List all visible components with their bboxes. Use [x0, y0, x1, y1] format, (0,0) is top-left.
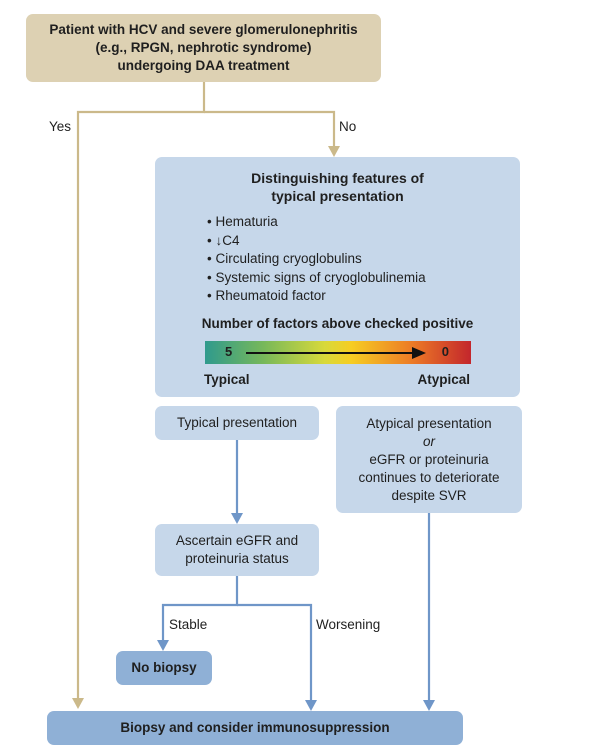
features-list: Hematuria ↓C4 Circulating cryoglobulins …: [207, 213, 426, 306]
factors-heading: Number of factors above checked positive: [201, 316, 474, 331]
worsening-line: [237, 603, 313, 702]
scale-start-value: 5: [225, 344, 233, 359]
no-connector: [204, 110, 336, 148]
ascertain-line-2: proteinuria status: [185, 551, 289, 566]
atypical-line-2: eGFR or proteinuria: [369, 452, 489, 467]
stable-arrowhead: [157, 640, 169, 651]
feature-item-rheumatoid-factor: Rheumatoid factor: [207, 287, 426, 306]
atypical-line-3: continues to deteriorate: [358, 470, 500, 485]
worsening-label: Worsening: [316, 617, 381, 632]
yes-arrowhead: [72, 698, 84, 709]
start-line-1: Patient with HCV and severe glomerulonep…: [49, 22, 358, 37]
atypical-scale-label: Atypical: [417, 372, 470, 387]
worsening-arrowhead: [305, 700, 317, 711]
typical-presentation-box: Typical presentation: [155, 406, 319, 440]
yes-label: Yes: [49, 119, 72, 134]
typical-scale-label: Typical: [204, 372, 250, 387]
stable-label: Stable: [169, 617, 208, 632]
features-title: Distinguishing features of typical prese…: [155, 169, 520, 205]
feature-item-cryoglobulins: Circulating cryoglobulins: [207, 250, 426, 269]
start-line-2: (e.g., RPGN, nephrotic syndrome): [95, 40, 312, 55]
biopsy-box: Biopsy and consider immunosuppression: [47, 711, 463, 745]
atypical-or: or: [422, 434, 435, 449]
start-connector: [76, 82, 206, 700]
feature-item-c4: ↓C4: [207, 232, 426, 251]
atypical-line-4: despite SVR: [391, 488, 467, 503]
no-biopsy-box: No biopsy: [116, 651, 212, 685]
atypical-arrowhead: [423, 700, 435, 711]
atypical-line-1: Atypical presentation: [366, 416, 492, 431]
no-label: No: [339, 119, 357, 134]
typical-to-ascertain-arrowhead: [231, 513, 243, 524]
ascertain-line-1: Ascertain eGFR and: [175, 533, 299, 548]
gradient-scale-bar: 5 0: [205, 341, 471, 364]
ascertain-box: Ascertain eGFR and proteinuria status: [155, 524, 319, 576]
features-title-line-1: Distinguishing features of: [251, 170, 424, 186]
feature-item-systemic-signs: Systemic signs of cryoglobulinemia: [207, 269, 425, 288]
ascertain-split-line: [161, 576, 239, 642]
no-arrowhead: [328, 146, 340, 157]
features-box: Distinguishing features of typical prese…: [155, 157, 520, 397]
start-line-3: undergoing DAA treatment: [117, 58, 290, 73]
start-box: Patient with HCV and severe glomerulonep…: [26, 14, 381, 82]
scale-arrow-icon: [246, 347, 426, 359]
feature-item-hematuria: Hematuria: [207, 213, 426, 232]
scale-end-value: 0: [441, 344, 449, 359]
features-title-line-2: typical presentation: [271, 188, 404, 204]
atypical-presentation-box: Atypical presentation or eGFR or protein…: [336, 406, 522, 513]
